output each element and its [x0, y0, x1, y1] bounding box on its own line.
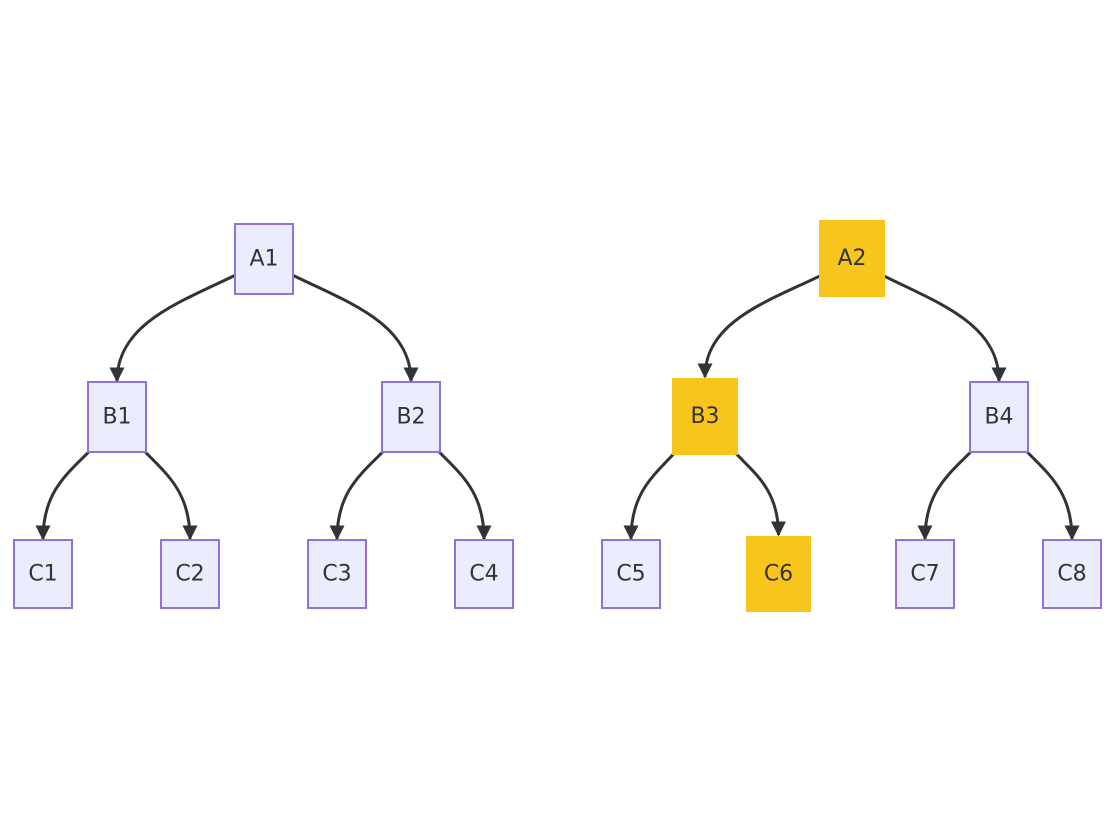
node-c6-box — [746, 536, 811, 612]
node-c5-box — [601, 539, 661, 609]
edge-b4-c7 — [917, 449, 974, 541]
node-c8-box — [1042, 539, 1102, 609]
node-c3-box — [307, 539, 367, 609]
node-a2-box — [819, 220, 885, 297]
node-c2-label: C2 — [175, 562, 204, 587]
node-c7-box — [895, 539, 955, 609]
node-b4-label: B4 — [984, 405, 1013, 430]
edge-a2-b4 — [882, 274, 1007, 383]
edge-a2-b3 — [697, 274, 822, 379]
node-c3-label: C3 — [322, 562, 351, 587]
node-a1-label: A1 — [249, 247, 278, 272]
node-a1-box — [234, 223, 294, 295]
node-c4-box — [454, 539, 514, 609]
edge-b3-c5 — [623, 452, 676, 541]
node-c5-label: C5 — [616, 562, 645, 587]
edge-b2-c3 — [329, 449, 386, 541]
edge-a1-b2 — [290, 273, 419, 383]
node-b2-label: B2 — [396, 405, 425, 430]
node-c8[interactable]: C8 — [1042, 539, 1102, 609]
node-b1-label: B1 — [102, 405, 131, 430]
node-c4-label: C4 — [469, 562, 498, 587]
node-c5[interactable]: C5 — [601, 539, 661, 609]
node-c1[interactable]: C1 — [13, 539, 73, 609]
node-a2-label: A2 — [837, 246, 866, 271]
node-a1[interactable]: A1 — [234, 223, 294, 295]
node-c1-box — [13, 539, 73, 609]
node-b2[interactable]: B2 — [381, 381, 441, 453]
node-b2-box — [381, 381, 441, 453]
node-b4-box — [969, 381, 1029, 453]
edge-b1-c1 — [35, 449, 92, 541]
node-c6-label: C6 — [764, 562, 793, 587]
node-b3-label: B3 — [690, 404, 719, 429]
node-c8-label: C8 — [1057, 562, 1086, 587]
node-c2[interactable]: C2 — [160, 539, 220, 609]
edge-a1-b1 — [109, 273, 238, 383]
node-c4[interactable]: C4 — [454, 539, 514, 609]
edge-b1-c2 — [142, 449, 198, 541]
node-c2-box — [160, 539, 220, 609]
node-b3-box — [672, 378, 738, 455]
node-b3[interactable]: B3 — [672, 378, 738, 455]
node-b4[interactable]: B4 — [969, 381, 1029, 453]
edge-b2-c4 — [436, 449, 492, 541]
node-c7-label: C7 — [910, 562, 939, 587]
edge-b4-c8 — [1024, 449, 1080, 541]
edges-layer — [35, 273, 1080, 541]
node-b1[interactable]: B1 — [87, 381, 147, 453]
node-c1-label: C1 — [28, 562, 57, 587]
node-b1-box — [87, 381, 147, 453]
edge-b3-c6 — [734, 452, 786, 537]
node-c3[interactable]: C3 — [307, 539, 367, 609]
node-c6[interactable]: C6 — [746, 536, 811, 612]
node-a2[interactable]: A2 — [819, 220, 885, 297]
node-c7[interactable]: C7 — [895, 539, 955, 609]
